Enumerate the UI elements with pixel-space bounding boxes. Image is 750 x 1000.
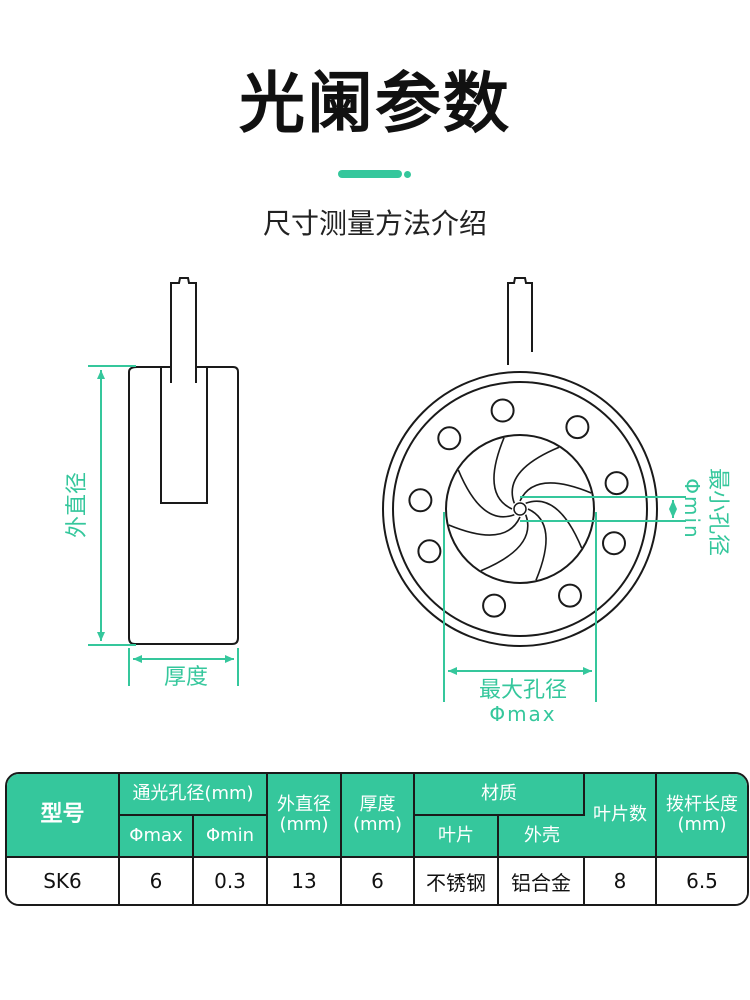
header-lever-length-unit: (mm) [677, 814, 727, 835]
mounting-hole [604, 471, 629, 496]
side-view: 外直径 厚度 [65, 277, 239, 690]
dimension-diagram: 外直径 厚度 Φmin 最小孔径 最大孔径 Φmax [65, 277, 730, 726]
table-row: SK6 6 0.3 13 6 不锈钢 铝合金 8 6.5 [7, 858, 747, 904]
header-thickness: 厚度 (mm) [342, 774, 415, 858]
header-phi-max: Φmax [120, 816, 194, 858]
header-material: 材质 [415, 774, 585, 816]
iris-blade [448, 516, 521, 536]
spec-table: 型号 通光孔径(mm) 外直径 (mm) 厚度 (mm) 材质 叶片数 拨杆长度… [5, 772, 749, 906]
aperture-center [513, 502, 527, 516]
iris-blade [519, 482, 592, 502]
header-shell-material: 外壳 [499, 816, 585, 858]
cell-blade-material: 不锈钢 [415, 858, 499, 904]
header-thickness-unit: (mm) [352, 814, 403, 835]
max-aperture-symbol: Φmax [489, 702, 556, 726]
inner-ring [392, 381, 648, 637]
cell-shell-material: 铝合金 [499, 858, 585, 904]
mounting-hole [408, 488, 433, 513]
max-aperture-label: 最大孔径 [479, 678, 567, 703]
header-aperture: 通光孔径(mm) [120, 774, 268, 816]
header-lever-length: 拨杆长度 (mm) [657, 774, 747, 858]
cell-outer-diameter: 13 [268, 858, 342, 904]
table-header-row: 型号 通光孔径(mm) 外直径 (mm) 厚度 (mm) 材质 叶片数 拨杆长度… [7, 774, 747, 858]
min-aperture-label: 最小孔径 [705, 468, 730, 556]
iris-blades [448, 437, 592, 581]
mounting-hole [490, 398, 515, 423]
header-outer-diameter: 外直径 (mm) [268, 774, 342, 858]
cell-phi-min: 0.3 [194, 858, 268, 904]
cell-model: SK6 [7, 858, 120, 904]
mounting-hole [437, 426, 462, 451]
header-outer-diameter-text: 外直径 [277, 794, 331, 815]
outer-diameter-label: 外直径 [65, 472, 90, 538]
mounting-hole [602, 531, 626, 556]
front-lever [507, 277, 533, 365]
side-body [128, 366, 239, 645]
iris-blade [525, 500, 583, 549]
page-title: 光阑参数 [239, 65, 511, 142]
page-subtitle: 尺寸测量方法介绍 [262, 207, 487, 240]
header-outer-diameter-unit: (mm) [279, 814, 329, 835]
cell-lever-length: 6.5 [657, 858, 747, 904]
table-subheader-row: Φmax Φmin 叶片 外壳 [7, 816, 747, 858]
header-lever-length-text: 拨杆长度 [666, 794, 738, 815]
cell-phi-max: 6 [120, 858, 194, 904]
iris-blade [527, 508, 547, 581]
title-accent-bar [338, 170, 402, 178]
iris-blade [511, 446, 560, 504]
cell-thickness: 6 [342, 858, 415, 904]
front-view: Φmin 最小孔径 最大孔径 Φmax [382, 277, 730, 726]
mounting-hole [482, 593, 507, 618]
iris-blade [493, 437, 513, 510]
mounting-hole [558, 583, 582, 608]
header-blade-count: 叶片数 [585, 774, 657, 858]
header-thickness-text: 厚度 [359, 794, 396, 815]
thickness-label: 厚度 [164, 665, 208, 690]
mounting-hole [417, 539, 442, 564]
header-blade-material: 叶片 [415, 816, 499, 858]
mounting-holes [408, 398, 629, 618]
side-lever [170, 277, 197, 383]
header-phi-min: Φmin [194, 816, 268, 858]
min-aperture-symbol: Φmin [680, 478, 704, 539]
cell-blade-count: 8 [585, 858, 657, 904]
mounting-hole [565, 415, 590, 440]
iris-blade [457, 469, 515, 518]
header-model: 型号 [7, 774, 120, 858]
title-accent-dot [404, 171, 411, 178]
